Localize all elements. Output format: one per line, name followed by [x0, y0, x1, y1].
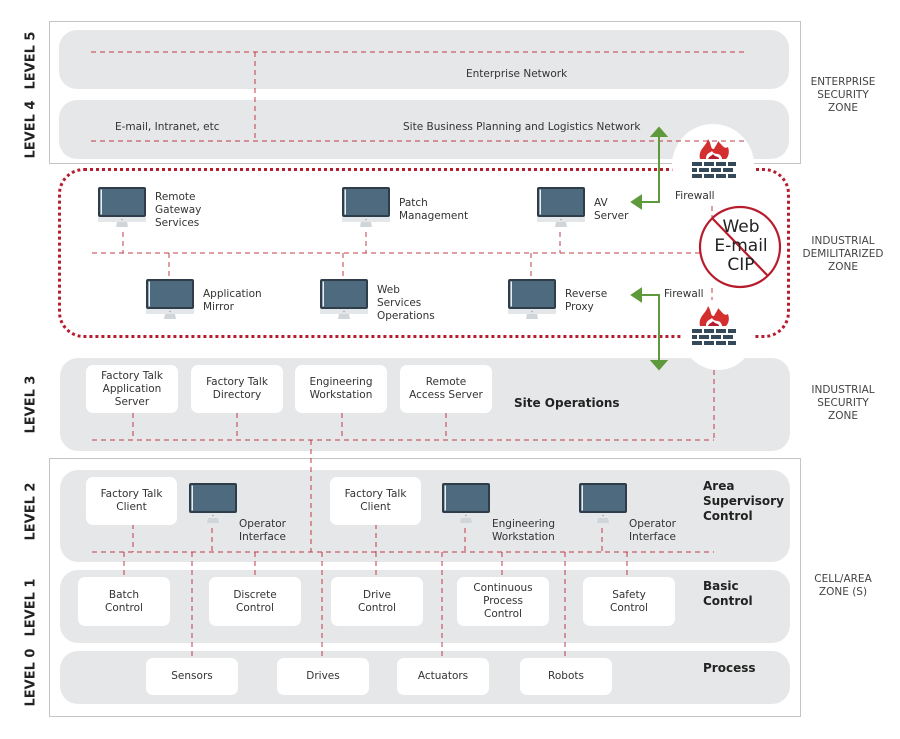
email-intranet-label: E-mail, Intranet, etc — [115, 121, 220, 133]
robots-box: Robots — [520, 658, 612, 695]
site-operations-title: Site Operations — [514, 396, 620, 410]
blocked-web: Web — [722, 217, 760, 237]
basic-control-title: Basic Control — [703, 579, 753, 608]
firewall-bottom-icon — [688, 302, 740, 354]
level1-label: LEVEL 1 — [23, 578, 39, 637]
firewall-top-label: Firewall — [675, 190, 715, 202]
eng-workstation-l3-box: Engineering Workstation — [295, 365, 387, 413]
area-supervisory-title: Area Supervisory Control — [703, 479, 784, 523]
remote-access-box: Remote Access Server — [400, 365, 492, 413]
enterprise-network-label: Enterprise Network — [466, 68, 568, 80]
batch-control-box: Batch Control — [78, 577, 170, 626]
blocked-email: E-mail — [714, 236, 768, 256]
discrete-control-box: Discrete Control — [209, 577, 301, 626]
ft-app-server-box: Factory Talk Application Server — [86, 365, 178, 413]
operator-2-label: Operator Interface — [629, 518, 677, 543]
reverse-proxy-monitor-icon — [507, 278, 557, 322]
operator-1-label: Operator Interface — [239, 518, 287, 543]
dmz-zone-label: INDUSTRIAL DEMILITARIZED ZONE — [802, 235, 884, 273]
av-server-label: AV Server — [594, 197, 629, 222]
remote-gateway-monitor-icon — [97, 186, 147, 230]
cell-zone-label: CELL/AREA ZONE (S) — [814, 573, 872, 598]
industrial-zone-label: INDUSTRIAL SECURITY ZONE — [811, 384, 875, 422]
level5-label: LEVEL 5 — [23, 31, 39, 90]
firewall-top-icon — [688, 135, 740, 187]
web-services-label: Web Services Operations — [377, 284, 435, 322]
dmz-boundary — [58, 168, 790, 338]
continuous-process-box: Continuous Process Control — [457, 577, 549, 626]
enterprise-zone-frame — [49, 21, 801, 164]
ft-client-1-box: Factory Talk Client — [86, 477, 177, 525]
level2-band — [60, 470, 790, 562]
sensors-box: Sensors — [146, 658, 238, 695]
ft-client-2-box: Factory Talk Client — [330, 477, 421, 525]
patch-mgmt-label: Patch Management — [399, 197, 469, 222]
operator-2-monitor-icon — [578, 482, 628, 526]
eng-ws-monitor-icon — [441, 482, 491, 526]
app-mirror-monitor-icon — [145, 278, 195, 322]
actuators-box: Actuators — [397, 658, 489, 695]
patch-mgmt-monitor-icon — [341, 186, 391, 230]
cell-zone-frame — [49, 458, 801, 717]
site-business-label: Site Business Planning and Logistics Net… — [403, 121, 641, 133]
level5-band — [59, 30, 789, 89]
operator-1-monitor-icon — [188, 482, 238, 526]
level2-label: LEVEL 2 — [23, 482, 39, 541]
web-services-monitor-icon — [319, 278, 369, 322]
firewall-bottom-label: Firewall — [664, 288, 704, 300]
drive-control-box: Drive Control — [331, 577, 423, 626]
enterprise-zone-label: ENTERPRISE SECURITY ZONE — [810, 76, 876, 114]
level4-label: LEVEL 4 — [23, 100, 39, 159]
reverse-proxy-label: Reverse Proxy — [565, 288, 608, 313]
process-title: Process — [703, 661, 756, 675]
app-mirror-label: Application Mirror — [203, 288, 262, 313]
eng-ws-label: Engineering Workstation — [492, 518, 555, 543]
blocked-protocols-text: Web E-mail CIP — [712, 218, 770, 275]
av-server-monitor-icon — [536, 186, 586, 230]
blocked-cip: CIP — [727, 255, 755, 275]
level0-label: LEVEL 0 — [23, 648, 39, 707]
drives-box: Drives — [277, 658, 369, 695]
safety-control-box: Safety Control — [583, 577, 675, 626]
level3-label: LEVEL 3 — [23, 375, 39, 434]
remote-gateway-label: Remote Gateway Services — [155, 191, 202, 229]
ft-directory-box: Factory Talk Directory — [191, 365, 283, 413]
